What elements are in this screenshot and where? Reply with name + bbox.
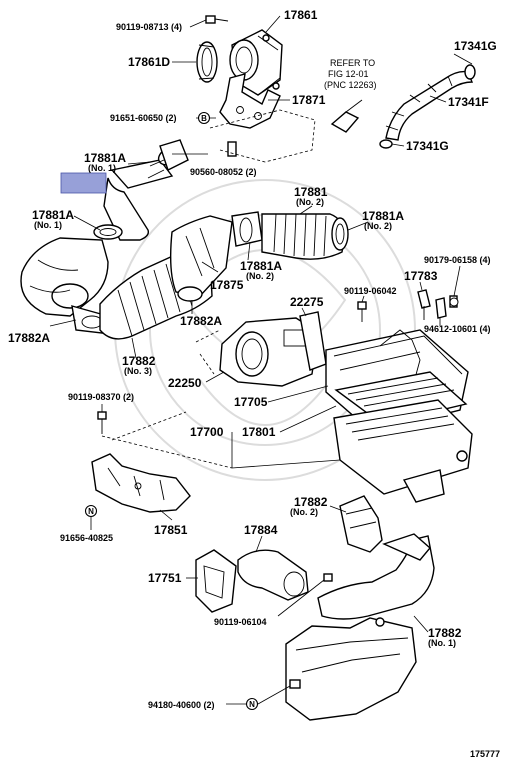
- clip-94180-40600[interactable]: [289, 679, 301, 689]
- callout-17751[interactable]: 17751: [148, 571, 182, 585]
- callout-94180-40600[interactable]: 94180-40600 (2): [148, 700, 215, 710]
- clamp-91651-60650[interactable]: [159, 139, 189, 171]
- hose-17881a-no1-left[interactable]: [93, 224, 123, 240]
- marker-b: B: [197, 111, 211, 125]
- callout-17881a-no2-right-sub: (No. 2): [364, 221, 392, 231]
- hose-17341f[interactable]: [385, 70, 474, 141]
- callout-17882-no2-sub: (No. 2): [290, 507, 318, 517]
- grommet-94612-10601[interactable]: [435, 297, 447, 319]
- svg-text:N: N: [88, 507, 94, 516]
- callout-17875[interactable]: 17875: [210, 278, 244, 292]
- callout-17783[interactable]: 17783: [404, 269, 438, 283]
- callout-17882-no3[interactable]: 17882: [122, 354, 156, 368]
- corrugated-hose-17881-no2[interactable]: [261, 213, 345, 260]
- callout-17341f[interactable]: 17341F: [448, 95, 489, 109]
- callout-17881a-no2-mid[interactable]: 17881A: [240, 259, 282, 273]
- bracket-17871[interactable]: [219, 73, 281, 129]
- svg-text:B: B: [201, 114, 207, 123]
- hose-17783[interactable]: [417, 289, 431, 320]
- air-duct-17884[interactable]: [237, 549, 309, 601]
- callout-17881a-no2-mid-sub: (No. 2): [246, 271, 274, 281]
- reference-outline-mid: [195, 329, 221, 375]
- callout-17881-sub: (No. 2): [296, 197, 324, 207]
- marker-n-bottom: N: [245, 697, 259, 711]
- callout-91651-60650[interactable]: 91651-60650 (2): [110, 113, 177, 123]
- diagram-code: 175777: [470, 749, 500, 759]
- air-cleaner-case[interactable]: [333, 399, 473, 503]
- reference-pipe: [330, 99, 363, 133]
- svg-text:N: N: [249, 700, 255, 709]
- callout-22275[interactable]: 22275: [290, 295, 324, 309]
- reference-note-line2: FIG 12-01: [328, 69, 369, 79]
- air-inlet-17751[interactable]: [195, 549, 237, 613]
- resonator-case[interactable]: [285, 617, 417, 721]
- hose-17875[interactable]: [169, 215, 233, 297]
- callout-90119-08370[interactable]: 90119-08370 (2): [68, 392, 134, 402]
- callout-90560-08052[interactable]: 90560-08052 (2): [190, 167, 257, 177]
- callout-17851[interactable]: 17851: [154, 523, 188, 537]
- callout-labels: 90119-08713 (4) 17861 17861D 17871 91651…: [8, 8, 500, 759]
- clamp-17882a-mid[interactable]: [177, 286, 203, 302]
- bracket-17851[interactable]: [91, 453, 191, 513]
- callout-17341g-top[interactable]: 17341G: [454, 39, 497, 53]
- hose-clamp-17341g-top[interactable]: [464, 64, 476, 80]
- bolt-90119-06104[interactable]: [323, 573, 333, 582]
- callout-90119-06104[interactable]: 90119-06104: [214, 617, 267, 627]
- callout-17882-no2[interactable]: 17882: [294, 495, 328, 509]
- callout-17341g-bottom[interactable]: 17341G: [406, 139, 449, 153]
- callout-94612-10601[interactable]: 94612-10601 (4): [424, 324, 491, 334]
- callout-17882-no3-sub: (No. 3): [124, 366, 152, 376]
- clamp-17881a-no2-right[interactable]: [331, 217, 349, 251]
- callout-17871[interactable]: 17871: [292, 93, 326, 107]
- leader-lines: [49, 15, 473, 705]
- callout-22250[interactable]: 22250: [168, 376, 202, 390]
- callout-91656-40825[interactable]: 91656-40825: [60, 533, 113, 543]
- hose-clamp-17341g-bottom[interactable]: [379, 139, 393, 149]
- callout-17881a-no1-left-sub: (No. 1): [34, 220, 62, 230]
- selected-part-highlight[interactable]: [60, 172, 107, 194]
- callout-17861d[interactable]: 17861D: [128, 55, 170, 69]
- callout-17882a-mid[interactable]: 17882A: [180, 314, 222, 328]
- callout-17882a-left[interactable]: 17882A: [8, 331, 50, 345]
- callout-17801[interactable]: 17801: [242, 425, 276, 439]
- screw-90560-08052[interactable]: [227, 141, 237, 157]
- callout-17861[interactable]: 17861: [284, 8, 318, 22]
- reference-outline-top: [209, 109, 316, 163]
- callout-90119-06042[interactable]: 90119-06042: [344, 286, 397, 296]
- callout-17881[interactable]: 17881: [294, 185, 328, 199]
- reference-note-line3: (PNC 12263): [324, 80, 377, 90]
- reference-outline-lower-left: [101, 411, 233, 469]
- air-intake-duct-left[interactable]: [20, 237, 109, 317]
- callout-17882-no1-sub: (No. 1): [428, 638, 456, 648]
- callout-90179-06158[interactable]: 90179-06158 (4): [424, 255, 491, 265]
- clamp-17881a-no2-mid[interactable]: [231, 211, 263, 247]
- duct-17882-no1[interactable]: [317, 533, 435, 620]
- bolt-90119-06042[interactable]: [357, 301, 367, 322]
- callout-17881a-no1-left[interactable]: 17881A: [32, 208, 74, 222]
- callout-17884[interactable]: 17884: [244, 523, 278, 537]
- callout-17881a-no1-top[interactable]: 17881A: [84, 151, 126, 165]
- bolt-90119-08370[interactable]: [97, 411, 107, 434]
- bolt-90119-08713[interactable]: [205, 15, 229, 24]
- callout-90119-08713[interactable]: 90119-08713 (4): [116, 22, 182, 32]
- reference-note-line1: REFER TO: [330, 58, 375, 68]
- callout-17705[interactable]: 17705: [234, 395, 268, 409]
- callout-17700[interactable]: 17700: [190, 425, 224, 439]
- hose-clamp-17861d[interactable]: [196, 41, 218, 83]
- marker-n-right: [449, 297, 459, 307]
- air-flow-meter-22250[interactable]: [219, 317, 319, 387]
- hose-17882-no2[interactable]: [339, 495, 383, 553]
- callout-17881a-no1-top-sub: (No. 1): [88, 163, 116, 173]
- callout-17882-no1[interactable]: 17882: [428, 626, 462, 640]
- callout-17881a-no2-right[interactable]: 17881A: [362, 209, 404, 223]
- marker-n-left: N: [84, 504, 98, 518]
